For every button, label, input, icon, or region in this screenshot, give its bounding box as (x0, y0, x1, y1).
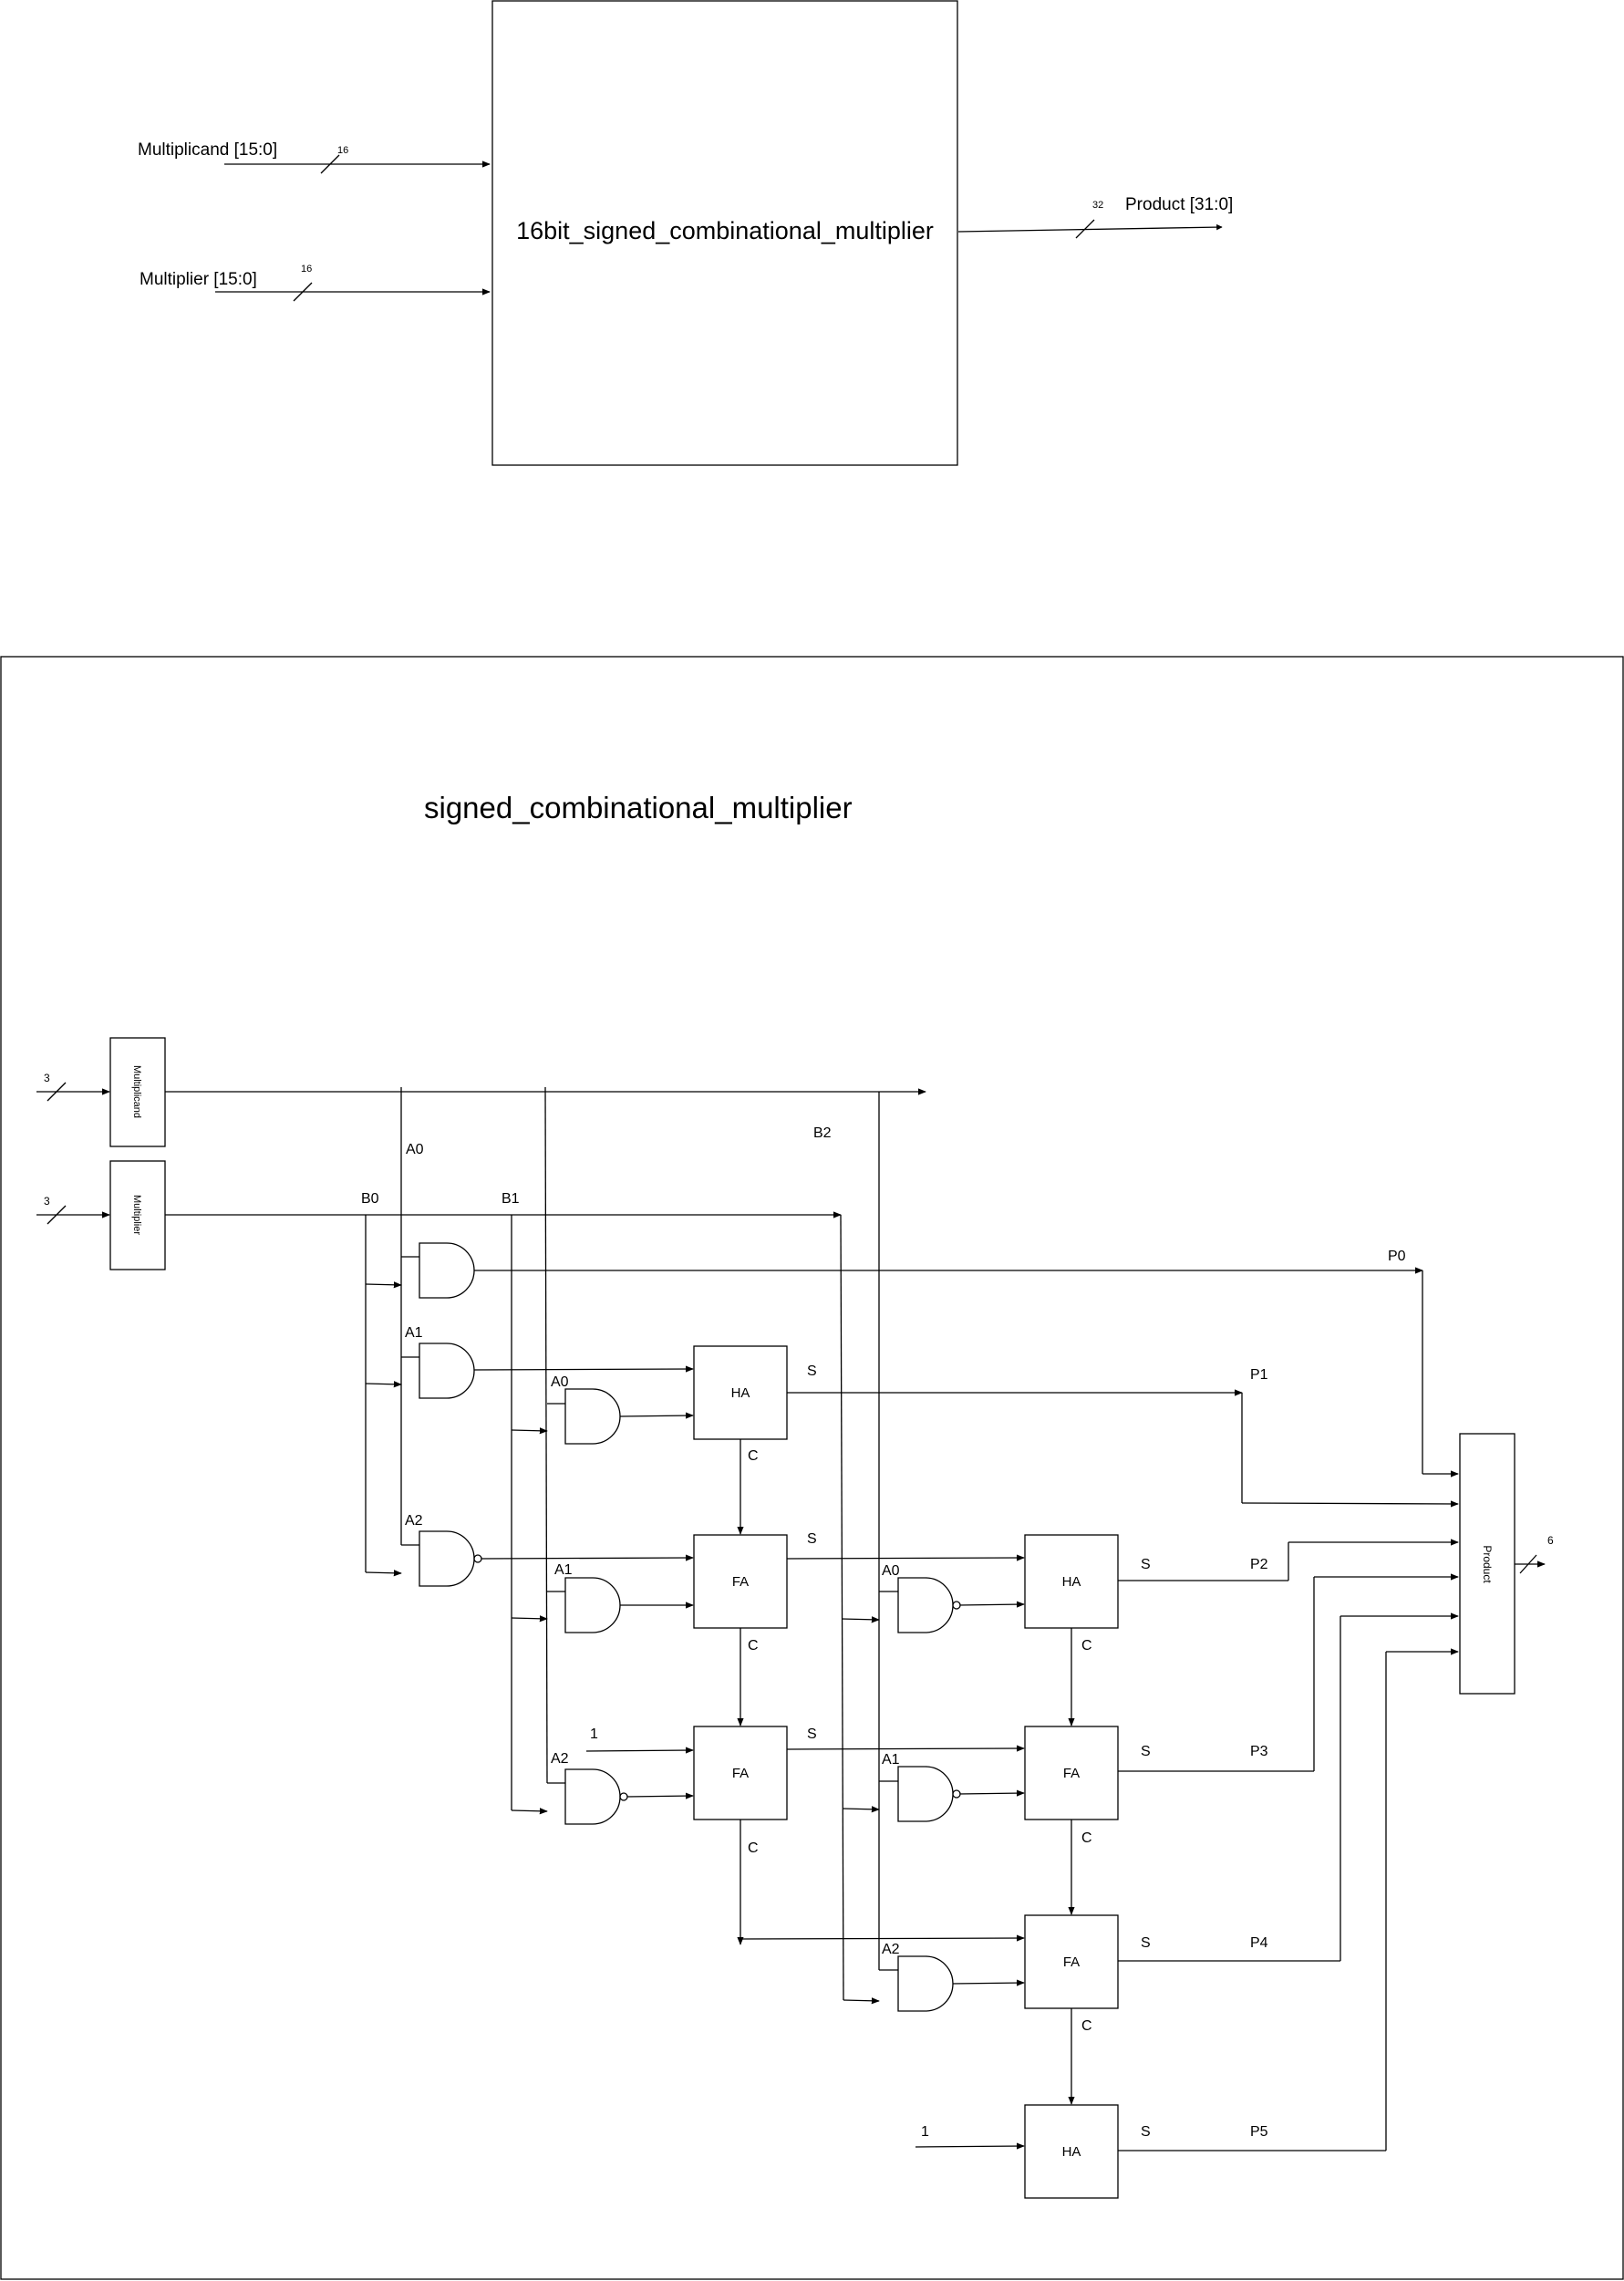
label-s-fa4: S (1141, 1935, 1151, 1951)
label-p0: P0 (1388, 1249, 1406, 1264)
label-c-fa2: C (748, 1840, 759, 1856)
product-output-wire (957, 223, 1223, 233)
label-a2-gate2: A2 (551, 1751, 569, 1767)
label-a1-gate3: A1 (882, 1752, 900, 1768)
label-a1-gate1: A1 (405, 1325, 423, 1341)
signal-labels: B0 B1 B2 A0 A1 A2 A0 A1 A2 A0 A1 A2 1 1 … (361, 1125, 1406, 2140)
multiplicand-register-label: Multiplicand (131, 1065, 142, 1118)
label-s-ha1: S (807, 1363, 817, 1379)
adders: HA FA FA HA FA FA HA (693, 1345, 1119, 2199)
half-adder-1-label: HA (731, 1385, 750, 1401)
wires (36, 1082, 1546, 2151)
full-adder-3 (1024, 1726, 1119, 1820)
product-output-label: Product [31:0] (1125, 195, 1233, 214)
label-c-fa4: C (1081, 2018, 1092, 2034)
label-s-fa2: S (807, 1726, 817, 1742)
multiplier-register (109, 1160, 166, 1270)
half-adder-2 (1024, 1534, 1119, 1629)
multiplier-register-label: Multiplier (131, 1195, 142, 1235)
full-adder-2 (693, 1726, 788, 1820)
label-a0-gate3: A0 (882, 1563, 900, 1579)
full-adder-2-label: FA (732, 1766, 749, 1781)
product-bus-width: 32 (1092, 200, 1103, 211)
product-register (1459, 1433, 1515, 1695)
label-s-fa1: S (807, 1531, 817, 1547)
schematic-frame (0, 656, 1624, 2280)
label-p1: P1 (1250, 1367, 1268, 1383)
multiplicand-register (109, 1037, 166, 1147)
multiplier-input-label: Multiplier [15:0] (140, 270, 257, 289)
and-gate-a1b0 (419, 1343, 475, 1399)
product-bus-slash (1075, 219, 1095, 239)
and-gate-a0b0 (419, 1242, 475, 1299)
multiplier-width-label: 3 (44, 1195, 50, 1208)
full-adder-1 (693, 1534, 788, 1629)
label-c-ha1: C (748, 1448, 759, 1464)
and-gate-a1b1 (564, 1577, 621, 1633)
label-b1: B1 (502, 1191, 520, 1207)
label-a1-gate2: A1 (554, 1562, 573, 1578)
nand-gate-a1b2 (897, 1766, 961, 1822)
label-s-fa3: S (1141, 1744, 1151, 1759)
multiplicand-input-label: Multiplicand [15:0] (138, 140, 277, 160)
label-p2: P2 (1250, 1557, 1268, 1572)
half-adder-3-label: HA (1062, 2144, 1081, 2160)
label-c-fa3: C (1081, 1830, 1092, 1846)
gates (419, 1242, 961, 2012)
label-p4: P4 (1250, 1935, 1268, 1951)
half-adder-1 (693, 1345, 788, 1440)
label-a0-gate2: A0 (551, 1374, 569, 1390)
multiplier-block-label: 16bit_signed_combinational_multiplier (516, 217, 934, 244)
and-gate-a2b2 (897, 1955, 954, 2012)
label-const-one-2: 1 (921, 2124, 929, 2140)
label-a2-gate3: A2 (882, 1942, 900, 1957)
label-p3: P3 (1250, 1744, 1268, 1759)
and-gate-a0b1 (564, 1388, 621, 1445)
full-adder-1-label: FA (732, 1574, 749, 1590)
nand-gate-a2b0 (419, 1530, 482, 1587)
label-const-one-1: 1 (590, 1726, 598, 1742)
multiplicand-bus-slash (320, 154, 340, 174)
label-c-fa1: C (748, 1638, 759, 1654)
half-adder-3 (1024, 2104, 1119, 2199)
label-b2: B2 (813, 1125, 832, 1141)
schematic-title: signed_combinational_multiplier (424, 791, 853, 824)
top-block-diagram: 16bit_signed_combinational_multiplier Mu… (138, 0, 1233, 466)
multiplicand-bus-width: 16 (337, 145, 348, 156)
product-register-label: Product (1481, 1545, 1494, 1583)
label-a2-gate1: A2 (405, 1513, 423, 1529)
full-adder-3-label: FA (1063, 1766, 1080, 1781)
input-registers: Multiplicand Multiplier 3 3 Product 6 (44, 1037, 1554, 1695)
multiplicand-width-label: 3 (44, 1072, 50, 1084)
full-adder-4 (1024, 1914, 1119, 2009)
label-b0: B0 (361, 1191, 379, 1207)
label-c-ha2: C (1081, 1638, 1092, 1654)
nand-gate-a0b2 (897, 1577, 961, 1633)
product-width-label: 6 (1547, 1534, 1554, 1547)
label-s-ha3: S (1141, 2124, 1151, 2140)
multiplier-bus-width: 16 (301, 264, 312, 275)
multiplier-block (491, 0, 958, 466)
label-a0-top: A0 (406, 1142, 424, 1157)
nand-gate-a2b1 (564, 1768, 628, 1825)
half-adder-2-label: HA (1062, 1574, 1081, 1590)
full-adder-4-label: FA (1063, 1954, 1080, 1970)
label-s-ha2: S (1141, 1557, 1151, 1572)
multiplier-bus-slash (293, 282, 313, 302)
label-p5: P5 (1250, 2124, 1268, 2140)
